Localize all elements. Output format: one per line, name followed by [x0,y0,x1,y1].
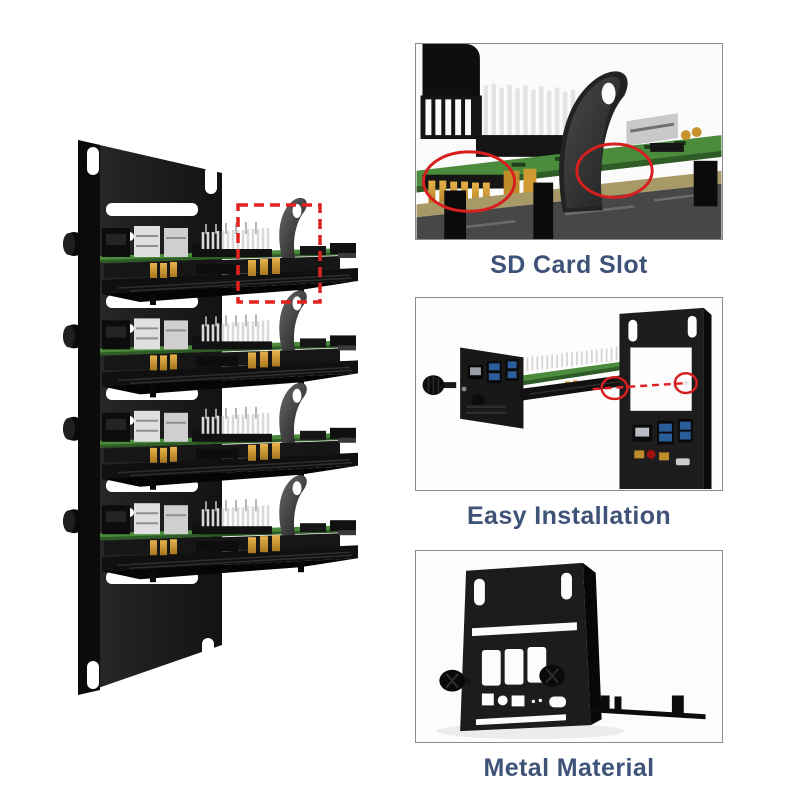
panel-sd-card-slot-photo [415,43,723,240]
sd-card-slot-closeup [416,44,722,239]
callout-ellipse-gold-pins [422,150,517,213]
thumbscrew [422,375,457,395]
panel-metal-material-photo [415,550,723,743]
caption-sd-card-slot: SD Card Slot [490,251,648,279]
caption-metal-material: Metal Material [483,754,655,782]
thumbscrew-right [539,664,566,687]
thumbscrew-left [439,669,471,692]
callout-ellipse-sd-slot [575,142,654,199]
panel-easy-installation-photo [415,297,723,491]
caption-easy-installation: Easy Installation [466,502,672,530]
bracket-arm [590,695,706,720]
wall-plate [619,307,712,490]
sd-clip-highlight-box [236,203,322,304]
alignment-guide [592,371,698,401]
metal-plate [460,562,602,732]
mounting-alignment-diagram [416,298,722,490]
black-metal-plate-closeup [416,551,722,742]
